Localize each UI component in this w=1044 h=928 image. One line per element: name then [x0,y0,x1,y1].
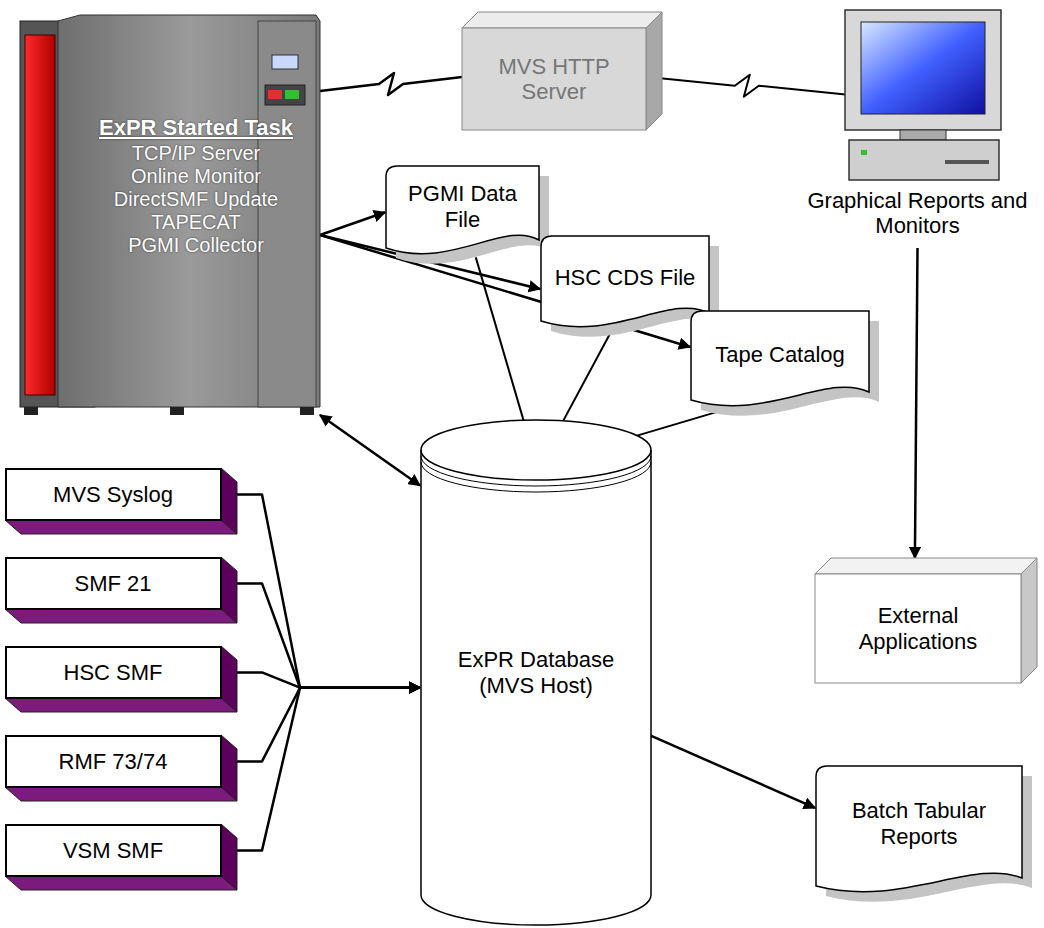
node-label: HSC SMF [64,660,163,685]
node-label: External Applications [819,603,1017,654]
flow-arrow [221,583,420,687]
server-box: MVS HTTP Server [462,12,662,130]
text-area: ExPR Started TaskTCP/IP ServerOnline Mon… [80,115,312,365]
input-source-box: MVS Syslog [5,468,237,534]
text-area: Tape Catalog [696,318,864,392]
text-area: SMF 21 [7,559,219,609]
report-document: Batch Tabular Reports [815,765,1033,908]
flow-arrow [221,494,420,687]
node-label: SMF 21 [74,571,151,596]
node-label: Graphical Reports and Monitors [807,188,1028,239]
flow-arrow [221,672,420,687]
node-label: VSM SMF [63,838,163,863]
input-source-box: RMF 73/74 [5,735,237,801]
node-label: ExPR Database (MVS Host) [428,647,644,698]
node-label: Tape Catalog [715,342,845,367]
node-label: MVS HTTP Server [466,54,642,105]
input-source-box: SMF 21 [5,557,237,623]
node-label: TAPECAT [151,211,240,234]
text-area: External Applications [819,578,1017,679]
node-label: PGMI Collector [128,234,264,257]
text-area: Batch Tabular Reports [821,773,1017,874]
text-area: Graphical Reports and Monitors [807,188,1028,248]
task-heading: ExPR Started Task [99,115,293,140]
flow-arrow [320,212,385,235]
flow-arrow [221,688,420,851]
input-source-box: VSM SMF [5,824,237,890]
flow-arrow [915,248,918,558]
node-label: Batch Tabular Reports [821,798,1017,849]
data-file: PGMI Data File [385,165,550,270]
data-file: Tape Catalog [690,310,880,422]
network-link [320,73,462,95]
input-source-box: HSC SMF [5,646,237,712]
text-area: PGMI Data File [391,173,534,240]
node-label: Online Monitor [131,165,261,188]
node-label: PGMI Data File [391,181,534,232]
workstation: Graphical Reports and Monitors [805,8,1030,248]
text-area: ExPR Database (MVS Host) [428,620,644,725]
text-area: VSM SMF [7,826,219,876]
text-area: RMF 73/74 [7,737,219,787]
database-cylinder: ExPR Database (MVS Host) [420,420,652,925]
text-area: MVS Syslog [7,470,219,520]
node-label: MVS Syslog [53,482,173,507]
node-label: RMF 73/74 [59,749,168,774]
network-link [648,75,846,97]
flow-arrow [645,733,815,808]
node-label: HSC CDS File [555,265,696,290]
flow-arrow [221,688,420,762]
mainframe-cabinet: ExPR Started TaskTCP/IP ServerOnline Mon… [20,15,320,415]
text-area: HSC CDS File [546,243,704,313]
node-label: TCP/IP Server [132,142,261,165]
node-label: DirectSMF Update [114,188,279,211]
text-area: HSC SMF [7,648,219,698]
text-area: MVS HTTP Server [466,32,642,126]
flow-arrow [320,415,420,486]
application-box: External Applications [815,558,1037,683]
